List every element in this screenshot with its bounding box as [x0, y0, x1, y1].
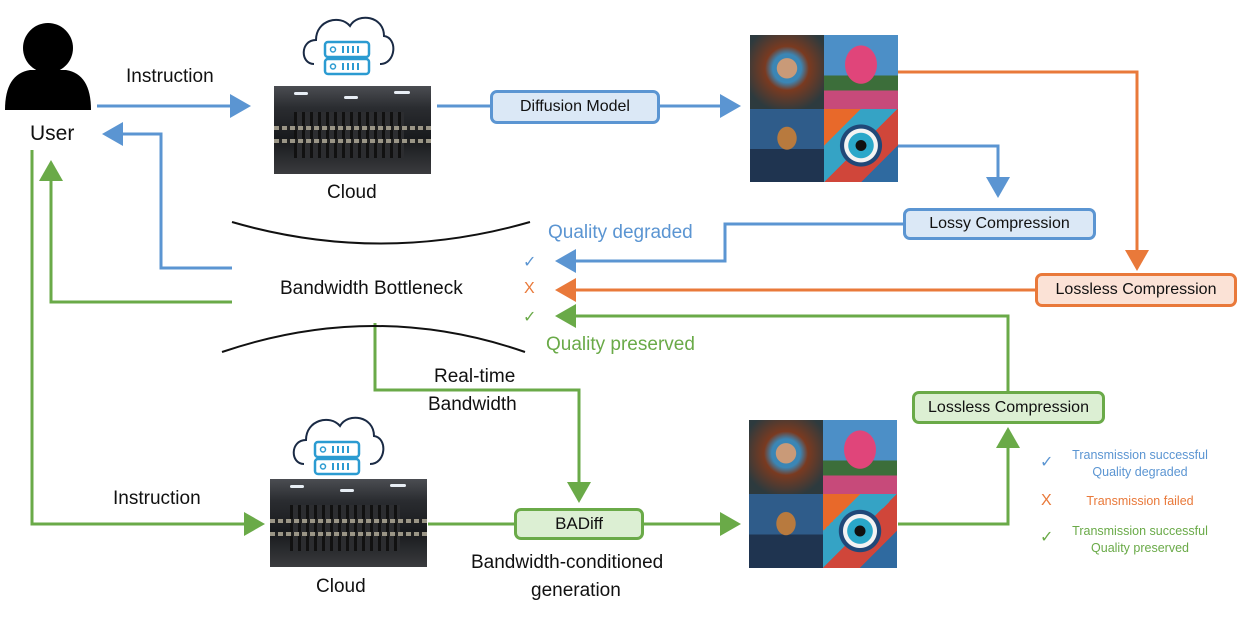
user-silhouette-icon — [5, 23, 91, 110]
legend-check-green-icon: ✓ — [1040, 529, 1054, 546]
diffusion-model-box: Diffusion Model — [490, 90, 660, 124]
arrow-user-instruction-bottom — [30, 150, 265, 536]
user-label: User — [30, 122, 75, 145]
legend-item-degraded: Transmission successful Quality degraded — [1072, 448, 1208, 479]
lossless-compression-box-bottom: Lossless Compression — [912, 391, 1105, 424]
bottleneck-lower-curve — [221, 325, 526, 353]
badiff-caption-line1: Bandwidth-conditioned — [471, 552, 664, 573]
lossless-compression-box-top: Lossless Compression — [1035, 273, 1237, 307]
cloud-server-icon-bottom — [292, 416, 385, 476]
cloud-label-top: Cloud — [327, 182, 377, 203]
bandwidth-bottleneck-label: Bandwidth Bottleneck — [280, 278, 463, 299]
check-blue-icon: ✓ — [523, 254, 537, 271]
bandwidth-label: Bandwidth — [428, 394, 517, 415]
bottleneck-upper-curve — [231, 221, 531, 245]
generated-images-top — [750, 35, 898, 182]
lossy-compression-box: Lossy Compression — [903, 208, 1096, 240]
arrow-realtime-bandwidth — [373, 323, 591, 503]
badiff-caption-line2: generation — [531, 580, 621, 601]
arrow-bottleneck-user-green — [39, 160, 232, 304]
check-green-icon: ✓ — [523, 309, 537, 326]
cloud-label-bottom: Cloud — [316, 576, 366, 597]
realtime-label: Real-time — [434, 366, 516, 387]
x-orange-icon: X — [524, 280, 535, 297]
legend-item-preserved: Transmission successful Quality preserve… — [1072, 524, 1208, 555]
instruction-label-bottom: Instruction — [113, 488, 201, 509]
datacenter-image-bottom — [270, 479, 427, 567]
datacenter-image-top — [274, 86, 431, 174]
legend-check-blue-icon: ✓ — [1040, 454, 1054, 471]
instruction-label-top: Instruction — [126, 66, 214, 87]
arrow-bottleneck-user-blue — [102, 122, 232, 270]
arrow-images-lossless — [898, 70, 1149, 271]
quality-degraded-label: Quality degraded — [548, 222, 693, 243]
legend-x-orange-icon: X — [1041, 492, 1052, 509]
arrow-images-lossless-bottom — [898, 427, 1020, 526]
arrow-lossy-bottleneck — [555, 222, 905, 273]
cloud-server-icon — [302, 16, 395, 76]
badiff-box: BADiff — [514, 508, 644, 540]
quality-preserved-label: Quality preserved — [546, 334, 695, 355]
legend-item-failed: Transmission failed — [1086, 494, 1194, 508]
arrow-lossless-bottleneck-green — [555, 304, 1010, 392]
arrow-images-lossy — [898, 144, 1010, 198]
generated-images-bottom — [749, 420, 897, 568]
